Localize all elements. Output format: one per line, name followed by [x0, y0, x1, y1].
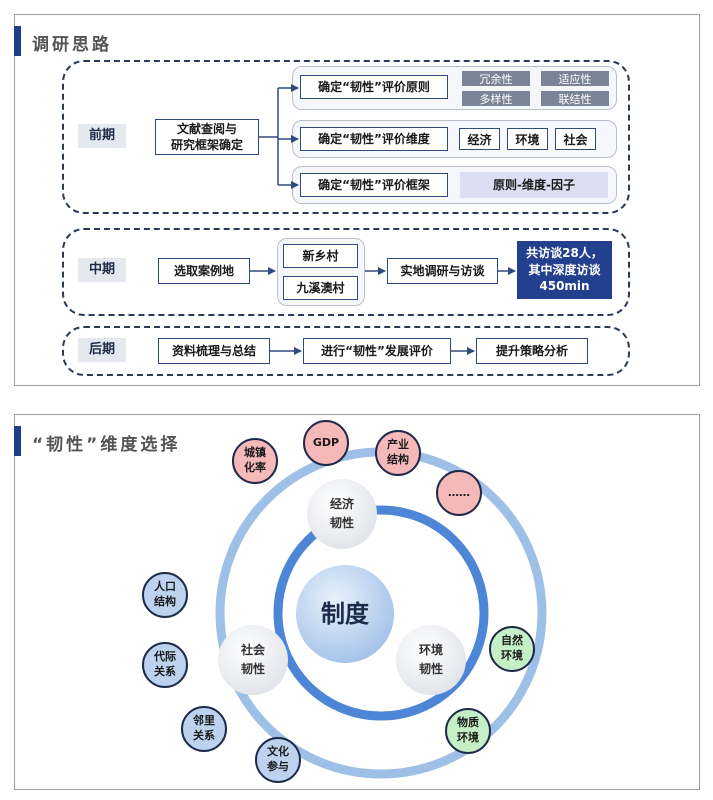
- principle-chip: 联结性: [541, 91, 609, 106]
- ellipsis-node: ……: [436, 470, 482, 516]
- principle-box: 确定“韧性”评价原则: [300, 75, 448, 99]
- late-step-box: 资料梳理与总结: [158, 338, 270, 364]
- resilience-label: 韧性: [240, 662, 265, 676]
- village-box: 新乡村: [283, 244, 358, 268]
- resilience-label: 韧性: [418, 662, 443, 676]
- case-selection-box: 选取案例地: [158, 258, 250, 284]
- dimension-box: 确定“韧性”评价维度: [300, 127, 448, 151]
- village-box: 九溪澳村: [283, 276, 358, 300]
- dimension-tag: 环境: [507, 128, 548, 150]
- environment-label: 环境: [418, 642, 443, 657]
- cultural-participation-node: 文化 参与: [255, 737, 301, 783]
- resilience-label: 韧性: [329, 516, 354, 530]
- inner-ring: [273, 505, 489, 721]
- late-stage-row: [62, 326, 630, 376]
- section-title-dimension: “韧性”维度选择: [32, 435, 181, 455]
- gdp-node: GDP: [303, 420, 349, 466]
- economic-label: 经济: [329, 496, 354, 511]
- intergenerational-relation-node: 代际 关系: [142, 642, 188, 688]
- dimension-group: [292, 120, 617, 158]
- principle-chip: 冗余性: [462, 71, 530, 86]
- physical-environment-node: 物质 环境: [445, 708, 491, 754]
- neighborhood-relation-node: 邻里 关系: [181, 706, 227, 752]
- principle-chip: 适应性: [541, 71, 609, 86]
- industry-structure-node: 产业 结构: [375, 430, 421, 476]
- section-title-research: 调研思路: [32, 35, 112, 55]
- section-accent-bar: [14, 426, 21, 456]
- dimension-tag: 经济: [459, 128, 500, 150]
- framework-box: 确定“韧性”评价框架: [300, 173, 448, 197]
- population-structure-node: 人口 结构: [142, 572, 188, 618]
- principle-chip: 多样性: [462, 91, 530, 106]
- center-label: 制度: [321, 599, 369, 628]
- early-stage-row: [62, 60, 630, 214]
- stage-label-early: 前期: [78, 124, 126, 148]
- late-step-box: 进行“韧性”发展评价: [303, 338, 451, 364]
- economic-resilience-circle: 经济 韧性: [307, 479, 377, 549]
- middle-stage-row: [62, 228, 630, 316]
- stage-label-middle: 中期: [78, 258, 126, 282]
- social-label: 社会: [240, 642, 265, 657]
- literature-review-box: 文献查阅与 研究框架确定: [155, 119, 259, 155]
- center-institution-circle: 制度: [296, 565, 394, 663]
- field-survey-box: 实地调研与访谈: [387, 258, 498, 284]
- late-step-box: 提升策略分析: [476, 338, 588, 364]
- environment-resilience-circle: 环境 韧性: [396, 625, 466, 695]
- interview-result-box: 共访谈28人， 其中深度访谈 450min: [517, 241, 612, 299]
- urbanization-rate-node: 城镇 化率: [232, 438, 278, 484]
- stage-label-late: 后期: [78, 338, 126, 362]
- dimension-tag: 社会: [555, 128, 596, 150]
- section-accent-bar: [14, 26, 21, 56]
- framework-value: 原则-维度-因子: [460, 172, 608, 198]
- social-resilience-circle: 社会 韧性: [218, 625, 288, 695]
- natural-environment-node: 自然 环境: [489, 626, 535, 672]
